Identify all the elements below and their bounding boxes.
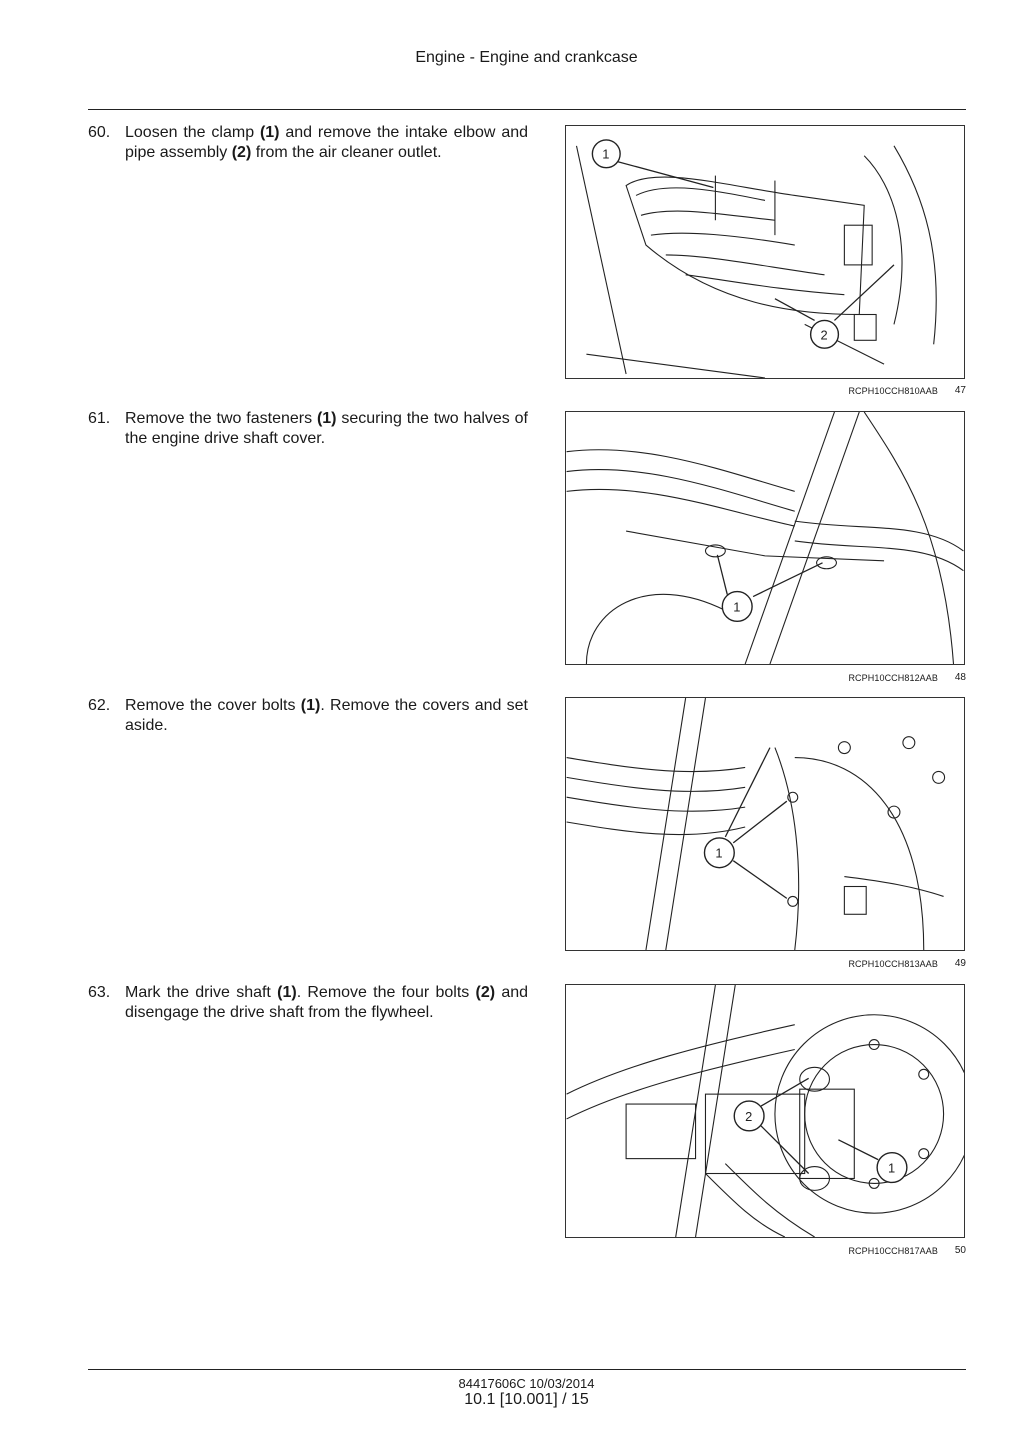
callout-1: 1 [721, 590, 753, 623]
step-63: 63. Mark the drive shaft (1). Remove the… [88, 983, 528, 1023]
step-text: Mark the drive shaft (1). Remove the fou… [125, 984, 529, 1021]
step-text: Remove the two fasteners (1) securing th… [125, 410, 529, 447]
step-number: 63. [88, 984, 111, 1001]
callout-1: 1 [591, 139, 621, 169]
figure-ref-code: RCPH10CCH817AAB [848, 1246, 938, 1256]
figure-shaft-cover-fasteners: 1 [565, 411, 965, 665]
svg-text:1: 1 [733, 599, 740, 614]
footer-page-number: 10.1 [10.001] / 15 [464, 1391, 589, 1408]
svg-text:1: 1 [888, 1161, 895, 1176]
figure-ref-code: RCPH10CCH812AAB [848, 673, 938, 683]
illustration-drive-shaft [566, 985, 964, 1237]
figure-number: 50 [954, 1245, 966, 1256]
step-61: 61. Remove the two fasteners (1) securin… [88, 409, 528, 449]
figure-number: 48 [954, 672, 966, 683]
svg-text:2: 2 [745, 1109, 752, 1124]
figure-number: 47 [954, 385, 966, 396]
figure-cover-bolts: 1 [565, 697, 965, 951]
figure-number: 49 [954, 958, 966, 969]
footer-document-id: 84417606C 10/03/2014 [458, 1376, 595, 1391]
illustration-intake-elbow [575, 145, 937, 378]
callout-2: 2 [733, 1100, 765, 1132]
step-number: 61. [88, 410, 111, 427]
step-text: Remove the cover bolts (1). Remove the c… [125, 697, 528, 734]
svg-text:2: 2 [821, 327, 828, 342]
step-60: 60. Loosen the clamp (1) and remove the … [88, 123, 528, 163]
illustration-cover-bolts [566, 698, 946, 950]
svg-text:1: 1 [602, 147, 609, 162]
step-number: 62. [88, 697, 111, 714]
callout-1: 1 [703, 837, 735, 869]
header-rule [88, 109, 966, 110]
figure-drive-shaft-flywheel: 2 1 [565, 984, 965, 1238]
footer-rule [88, 1369, 966, 1370]
step-62: 62. Remove the cover bolts (1). Remove t… [88, 696, 528, 736]
page-header-title: Engine - Engine and crankcase [415, 49, 638, 66]
figure-ref-code: RCPH10CCH813AAB [848, 959, 938, 969]
figure-ref-code: RCPH10CCH810AAB [848, 386, 938, 396]
figure-intake-elbow: 1 2 [565, 125, 965, 379]
svg-text:1: 1 [715, 846, 722, 861]
illustration-shaft-cover [566, 412, 964, 664]
callout-2: 2 [809, 319, 840, 349]
step-number: 60. [88, 124, 111, 141]
callout-1: 1 [876, 1151, 908, 1184]
step-text: Loosen the clamp (1) and remove the inta… [125, 124, 529, 161]
